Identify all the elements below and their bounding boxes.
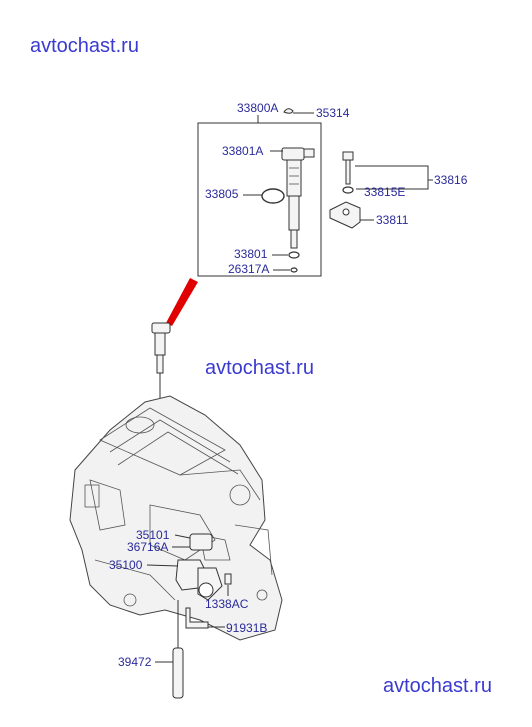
part-label-26317A[interactable]: 26317A [228, 262, 269, 276]
leader-35101 [174, 534, 191, 539]
bracket-hole [342, 208, 350, 216]
part-label-33805[interactable]: 33805 [205, 187, 239, 201]
injector-detail-frame [197, 122, 322, 277]
part-label-35101[interactable]: 35101 [136, 528, 170, 542]
part-label-35100[interactable]: 35100 [109, 558, 143, 572]
leader-35100 [146, 564, 179, 567]
washer-33801 [288, 251, 300, 259]
watermark-top: avtochast.ru [30, 35, 139, 57]
part-label-35314[interactable]: 35314 [316, 106, 350, 120]
injector-on-engine [151, 322, 171, 400]
part-label-33801A[interactable]: 33801A [222, 144, 263, 158]
o-ring-33805 [261, 188, 285, 204]
part-label-91931B[interactable]: 91931B [226, 621, 267, 635]
clip-35314 [283, 108, 294, 114]
engine-block [69, 395, 283, 641]
part-label-33801[interactable]: 33801 [234, 247, 268, 261]
injector-33801 [281, 147, 315, 249]
seal-26317A [290, 267, 298, 273]
part-label-36716A[interactable]: 36716A [127, 540, 168, 554]
bracket-91931B [185, 607, 209, 629]
watermark-bottom: avtochast.ru [383, 675, 492, 697]
part-label-39472[interactable]: 39472 [118, 655, 152, 669]
egr-cooler-35101 [175, 533, 232, 601]
part-label-33815E[interactable]: 33815E [364, 185, 405, 199]
part-label-33816[interactable]: 33816 [434, 173, 468, 187]
bolt-33815E [342, 151, 354, 194]
part-label-33811[interactable]: 33811 [376, 213, 409, 227]
callout-arrow [166, 278, 198, 326]
part-label-33800A[interactable]: 33800A [237, 101, 278, 115]
watermark-middle: avtochast.ru [205, 357, 314, 379]
part-label-1338AC[interactable]: 1338AC [205, 597, 249, 611]
tube-39472 [172, 600, 184, 699]
leader-33816 [355, 165, 429, 190]
